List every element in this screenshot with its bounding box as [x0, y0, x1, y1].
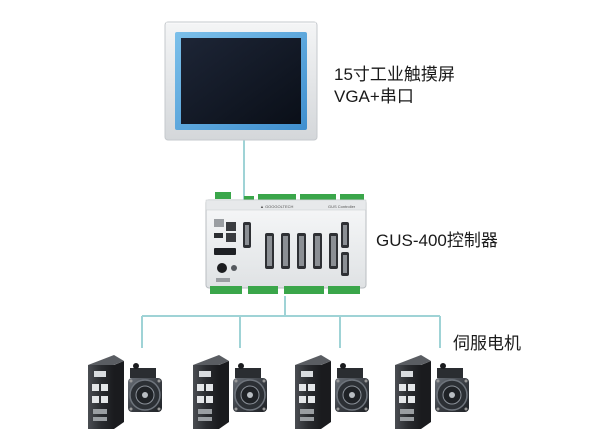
- db-connector: [313, 233, 322, 269]
- servo-drive: [193, 355, 229, 429]
- servo-motor: [335, 363, 369, 412]
- svg-text:GUS Controller: GUS Controller: [328, 204, 356, 209]
- servo-set-1: [88, 355, 162, 429]
- servo-set-3: [295, 355, 369, 429]
- touchscreen-label-line1: 15寸工业触摸屏: [334, 64, 455, 86]
- servo-set-4: [395, 355, 469, 429]
- touchscreen-device: [165, 22, 317, 140]
- controller-device: ▲ GOOGOLTECH GUS Controller: [206, 192, 366, 294]
- touchscreen-label-line2: VGA+串口: [334, 86, 455, 108]
- db-connector: [297, 233, 306, 269]
- servo-drive: [88, 355, 124, 429]
- servo-drive: [295, 355, 331, 429]
- controller-bottom-terminals: [210, 286, 360, 294]
- servo-motor: [233, 363, 267, 412]
- servo-motor: [435, 363, 469, 412]
- db-connector: [281, 233, 290, 269]
- servo-label: 伺服电机: [453, 333, 521, 355]
- servo-set-2: [193, 355, 267, 429]
- controller-label: GUS-400控制器: [376, 230, 498, 252]
- servo-drive: [395, 355, 431, 429]
- touchscreen-display: [181, 38, 301, 124]
- db-connector: [243, 222, 251, 248]
- db-connector: [341, 252, 349, 276]
- db-connector: [341, 222, 349, 248]
- svg-text:▲ GOOGOLTECH: ▲ GOOGOLTECH: [260, 204, 294, 209]
- touchscreen-label: 15寸工业触摸屏 VGA+串口: [334, 64, 455, 108]
- servo-group: [88, 355, 469, 429]
- db-connector: [329, 233, 338, 269]
- servo-motor: [128, 363, 162, 412]
- db-connector: [265, 233, 274, 269]
